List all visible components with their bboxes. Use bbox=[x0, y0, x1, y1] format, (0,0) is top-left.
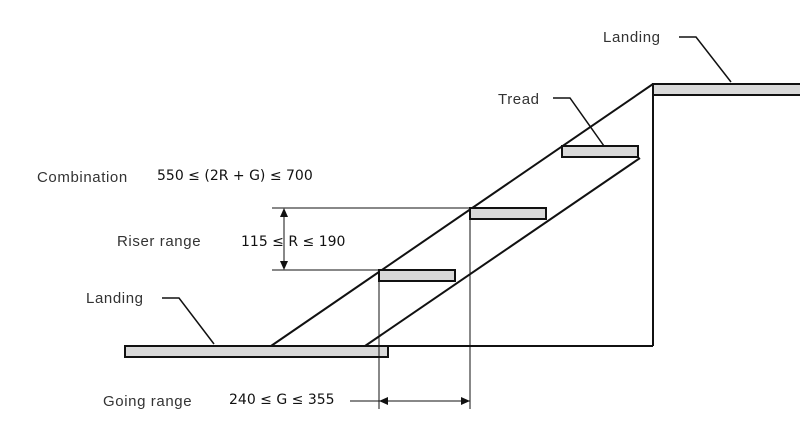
riser-arrow-down bbox=[280, 261, 288, 270]
top-landing-slab bbox=[652, 83, 800, 96]
stair-structure bbox=[270, 83, 654, 347]
going-dimension bbox=[350, 219, 471, 409]
combination-formula: 550 ≤ (2R + G) ≤ 700 bbox=[157, 168, 313, 184]
top-landing-leader bbox=[679, 36, 732, 83]
top-landing-label: Landing bbox=[603, 29, 661, 46]
going-range-label: Going range bbox=[103, 393, 192, 410]
riser-range-formula: 115 ≤ R ≤ 190 bbox=[241, 234, 345, 250]
tread-1 bbox=[378, 269, 456, 282]
stringer-lower-edge bbox=[364, 157, 641, 347]
bottom-landing-leader bbox=[162, 297, 215, 345]
tread-2 bbox=[469, 207, 547, 220]
going-arrow-right bbox=[461, 397, 470, 405]
bottom-landing-slab bbox=[124, 345, 389, 358]
going-arrow-left bbox=[379, 397, 388, 405]
going-range-formula: 240 ≤ G ≤ 355 bbox=[229, 392, 335, 408]
tread-label: Tread bbox=[498, 91, 540, 108]
stringer-upper-edge bbox=[270, 83, 654, 347]
riser-range-label: Riser range bbox=[117, 233, 201, 250]
bottom-landing-label: Landing bbox=[86, 290, 144, 307]
combination-label: Combination bbox=[37, 169, 128, 186]
tread-3 bbox=[561, 145, 639, 158]
tread-leader bbox=[553, 97, 605, 147]
riser-dimension bbox=[272, 207, 470, 271]
riser-arrow-up bbox=[280, 208, 288, 217]
